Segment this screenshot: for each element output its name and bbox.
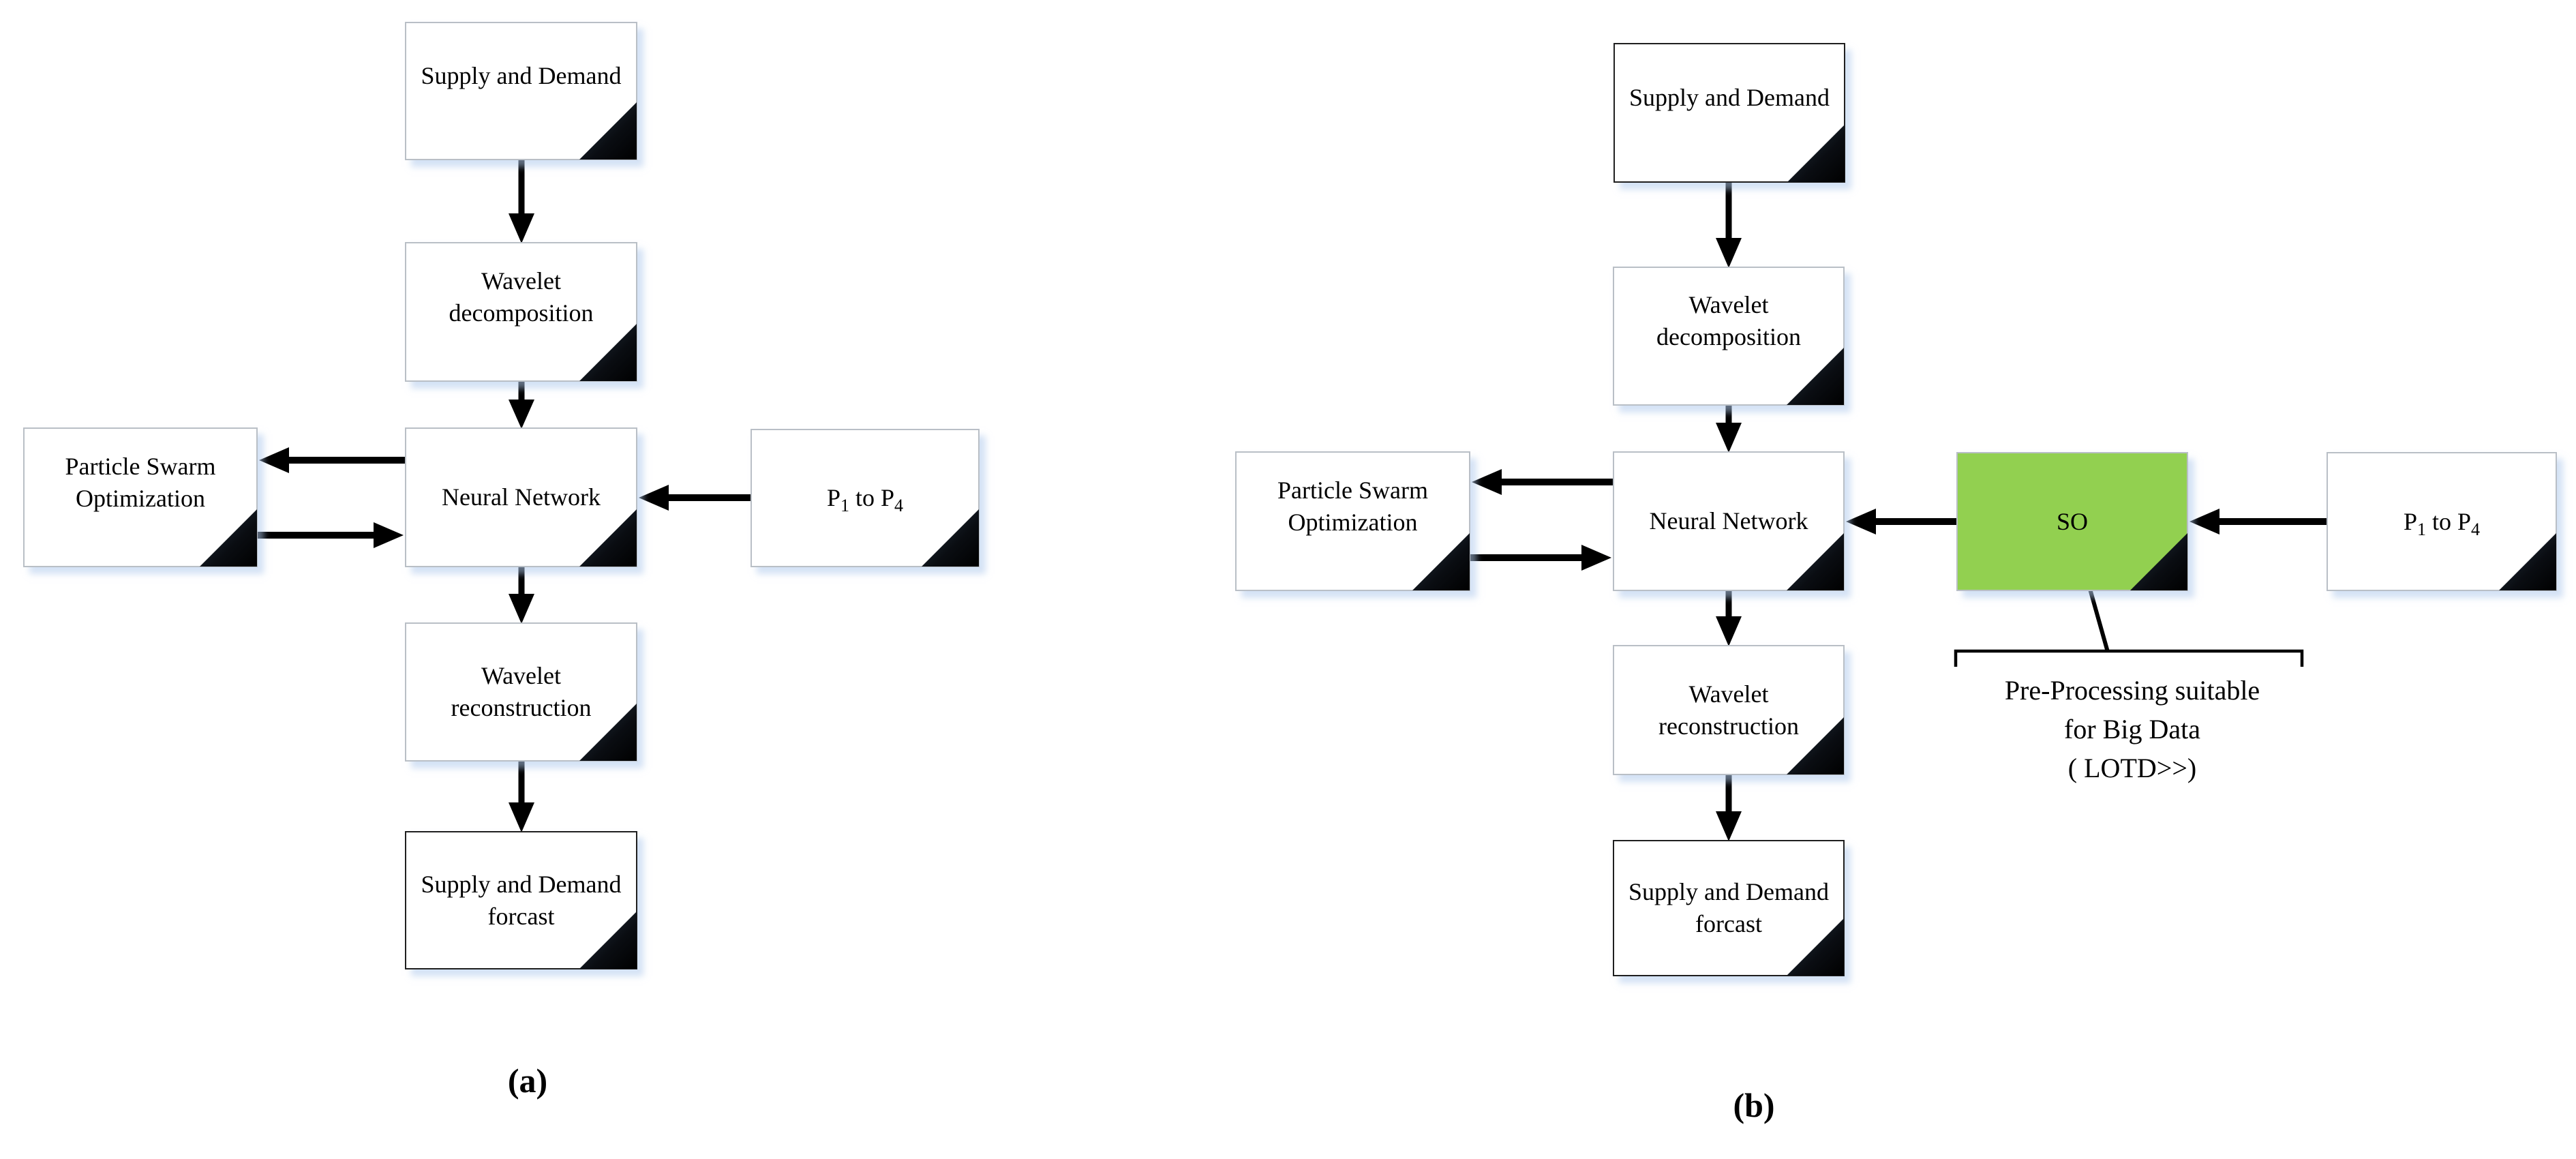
arrow-reconstruction-to-forecast-a xyxy=(509,762,534,832)
arrow-reconstruction-to-forecast-b xyxy=(1716,775,1742,841)
callout-bracket xyxy=(1954,649,2304,667)
node-forecast-b: Supply and Demand forcast xyxy=(1613,840,1845,976)
arrow-wavelet-to-neural-a xyxy=(509,382,534,429)
node-p1-to-p4-a: P1 to P4 xyxy=(751,429,980,567)
node-supply-demand-b: Supply and Demand xyxy=(1613,43,1845,183)
node-label: P1 to P4 xyxy=(826,484,904,516)
node-wavelet-reconstruction-b: Wavelet reconstruction xyxy=(1613,645,1845,775)
arrow-neural-to-pso-a xyxy=(259,447,405,473)
folded-corner-icon xyxy=(1412,533,1470,590)
node-label: P1 to P4 xyxy=(2403,507,2481,539)
node-p1-to-p4-b: P1 to P4 xyxy=(2327,452,2557,591)
folded-corner-icon xyxy=(922,509,979,567)
panel-a-label: (a) xyxy=(507,1062,548,1100)
node-wavelet-reconstruction-a: Wavelet reconstruction xyxy=(405,622,637,762)
node-label: Particle Swarm Optimization xyxy=(1277,476,1428,536)
arrow-pso-to-neural-a xyxy=(258,522,404,548)
node-particle-swarm-b: Particle Swarm Optimization xyxy=(1235,451,1470,591)
folded-corner-icon xyxy=(1787,125,1845,182)
node-label: SO xyxy=(2056,507,2089,535)
node-particle-swarm-a: Particle Swarm Optimization xyxy=(23,427,258,567)
folded-corner-icon xyxy=(1787,348,1844,405)
node-neural-network-b: Neural Network xyxy=(1613,451,1845,591)
node-label: Wavelet reconstruction xyxy=(1658,680,1799,740)
arrow-neural-to-pso-b xyxy=(1472,469,1613,495)
node-so-b: SO xyxy=(1956,452,2188,591)
folded-corner-icon xyxy=(200,509,257,567)
node-label: Neural Network xyxy=(442,483,601,511)
node-label: Wavelet reconstruction xyxy=(451,662,592,721)
folded-corner-icon xyxy=(579,324,637,381)
node-label: Wavelet decomposition xyxy=(449,267,594,327)
node-label: Supply and Demand xyxy=(421,62,622,90)
folded-corner-icon xyxy=(579,509,637,567)
arrow-neural-to-reconstruction-b xyxy=(1716,591,1742,646)
node-label: Supply and Demand forcast xyxy=(1628,878,1829,937)
arrow-supply-to-wavelet-b xyxy=(1716,183,1742,268)
node-neural-network-a: Neural Network xyxy=(405,427,637,567)
node-label: Supply and Demand xyxy=(1629,84,1830,112)
arrow-wavelet-to-neural-b xyxy=(1716,406,1742,453)
node-label: Wavelet decomposition xyxy=(1656,291,1801,350)
arrow-so-to-neural-b xyxy=(1846,509,1956,535)
folded-corner-icon xyxy=(1787,533,1844,590)
node-forecast-a: Supply and Demand forcast xyxy=(405,831,637,969)
arrow-p-to-so-b xyxy=(2189,509,2327,535)
arrow-supply-to-wavelet-a xyxy=(509,160,534,243)
folded-corner-icon xyxy=(579,102,637,160)
folded-corner-icon xyxy=(2130,533,2187,590)
arrow-pso-to-neural-b xyxy=(1470,545,1611,571)
node-wavelet-decomposition-b: Wavelet decomposition xyxy=(1613,267,1845,406)
node-label: Particle Swarm Optimization xyxy=(65,452,216,512)
panel-b-label: (b) xyxy=(1733,1086,1775,1124)
callout-leader-line xyxy=(2088,588,2110,652)
arrow-p-to-neural-a xyxy=(639,485,751,511)
folded-corner-icon xyxy=(2499,533,2556,590)
node-label: Supply and Demand forcast xyxy=(421,870,622,930)
node-wavelet-decomposition-a: Wavelet decomposition xyxy=(405,242,637,382)
node-label: Neural Network xyxy=(1649,507,1808,535)
arrow-neural-to-reconstruction-a xyxy=(509,567,534,624)
node-supply-demand-a: Supply and Demand xyxy=(405,22,637,160)
callout-preprocessing-note: Pre-Processing suitable for Big Data ( L… xyxy=(2004,675,2260,783)
